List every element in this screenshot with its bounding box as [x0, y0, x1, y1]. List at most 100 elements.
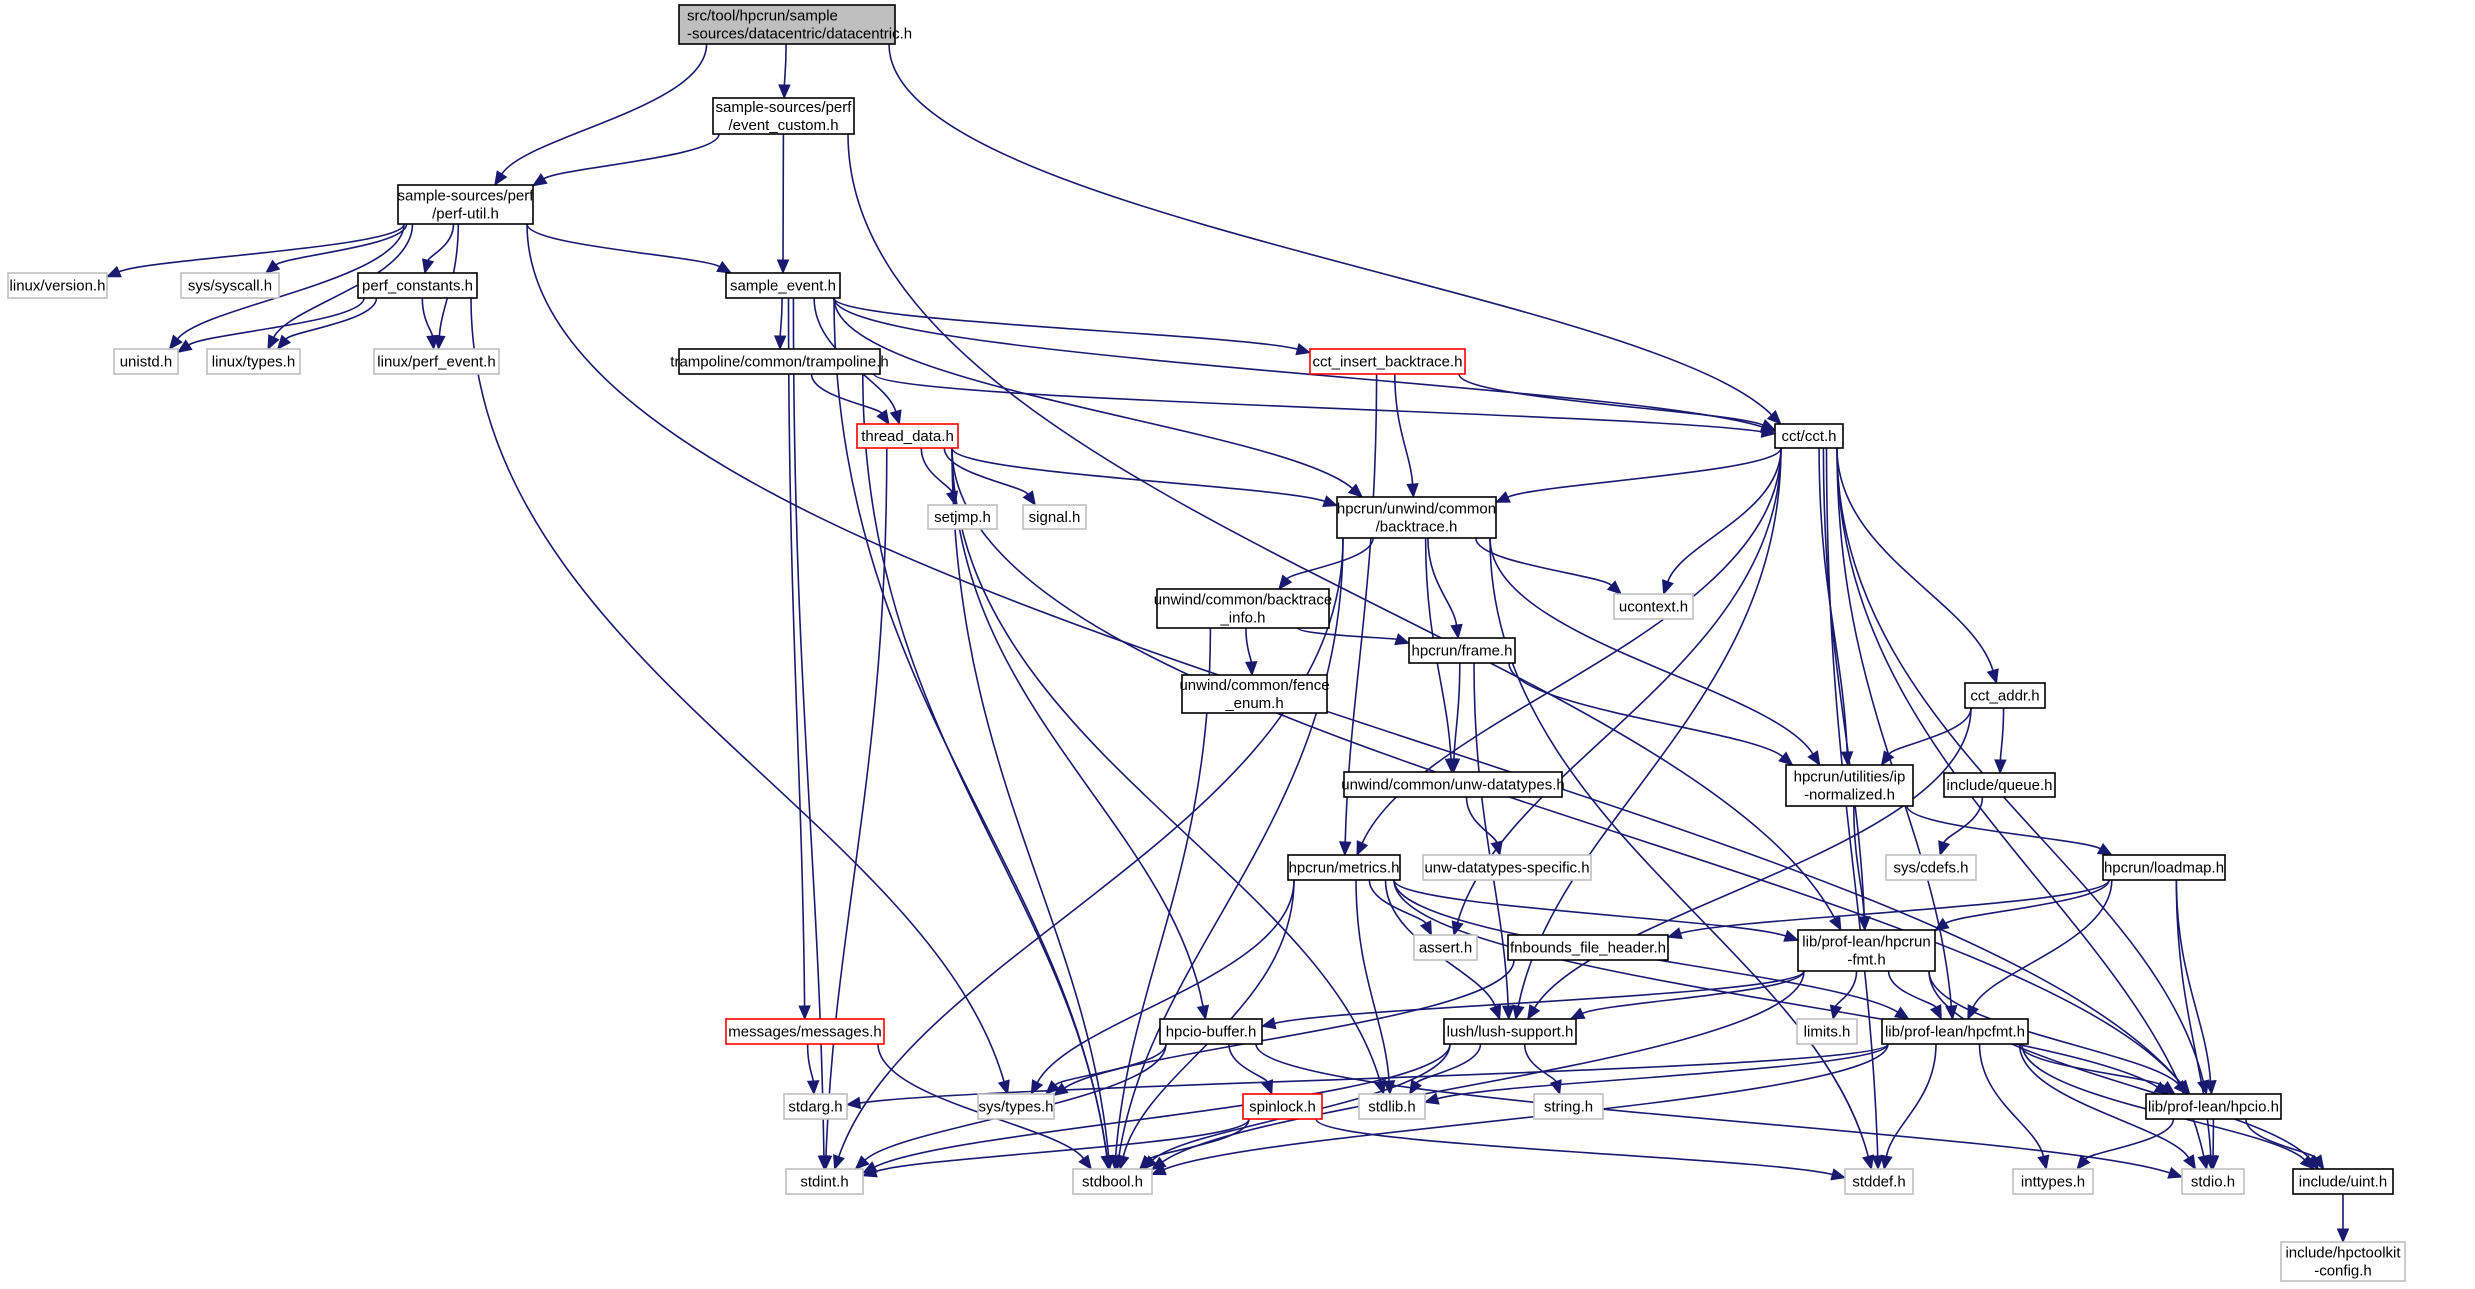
node-loadmap[interactable]: hpcrun/loadmap.h [2102, 854, 2226, 881]
node-ip-normalized[interactable]: hpcrun/utilities/ip-normalized.h [1785, 764, 1914, 807]
node-sys-syscall: sys/syscall.h [180, 272, 280, 299]
node-root[interactable]: src/tool/hpcrun/sample-sources/datacentr… [678, 4, 912, 45]
node-box [977, 1093, 1055, 1120]
arrowhead-icon [1871, 1155, 1884, 1171]
edge-cct-to-backtrace [1494, 447, 1782, 503]
arrowhead-icon [2299, 1155, 2315, 1170]
node-label: unw-datatypes-specific.h [1424, 860, 1589, 877]
arrowhead-icon [1766, 410, 1782, 425]
arrowhead-icon [1245, 661, 1258, 677]
edge-line [1245, 627, 1253, 663]
arrowhead-icon [1450, 623, 1463, 640]
edge-loadmap-to-hpcfmt [1967, 879, 2113, 1021]
node-hpcio[interactable]: lib/prof-lean/hpcio.h [2145, 1093, 2282, 1120]
edge-frame-to-unw_datatypes [1447, 662, 1461, 774]
node-box [785, 1168, 864, 1195]
node-label: lib/prof-lean/hpcrun [1802, 934, 1930, 951]
arrowhead-icon [1606, 580, 1623, 595]
node-label: stdio.h [2191, 1174, 2235, 1191]
arrowhead-icon [1322, 495, 1339, 508]
node-trampoline[interactable]: trampoline/common/trampoline.h [670, 348, 889, 375]
edge-perf_util-to-unistd [168, 223, 405, 350]
node-label: sys/syscall.h [188, 278, 272, 295]
node-hpcrun-fmt[interactable]: lib/prof-lean/hpcrun-fmt.h [1797, 929, 1936, 972]
node-messages[interactable]: messages/messages.h [725, 1018, 885, 1045]
node-queue[interactable]: include/queue.h [1943, 772, 2056, 798]
arrowhead-icon [1662, 579, 1674, 596]
arrowhead-icon [861, 1165, 878, 1178]
node-cct-addr[interactable]: cct_addr.h [1964, 682, 2046, 709]
node-uint[interactable]: include/uint.h [2292, 1168, 2394, 1195]
node-hpcio-buffer[interactable]: hpcio-buffer.h [1159, 1018, 1263, 1045]
edge-cct_addr-to-lush_support [1527, 707, 1972, 1021]
arrowhead-icon [798, 1005, 811, 1021]
arrowhead-icon [1278, 574, 1293, 591]
arrowhead-icon [1857, 916, 1871, 932]
node-sample-event[interactable]: sample_event.h [725, 272, 841, 299]
edge-line [1453, 662, 1461, 760]
edge-metrics-to-sys_types [1030, 879, 1295, 1096]
edge-root-to-event_custom [778, 43, 791, 100]
arrowhead-icon [494, 170, 508, 187]
node-event-custom[interactable]: sample-sources/perf/event_custom.h [712, 97, 855, 135]
node-hpcfmt[interactable]: lib/prof-lean/hpcfmt.h [1881, 1018, 2029, 1045]
edge-line [1458, 373, 1764, 426]
edge-line [1822, 447, 1866, 918]
node-spinlock[interactable]: spinlock.h [1242, 1093, 1323, 1120]
node-label: /backtrace.h [1376, 519, 1458, 536]
edge-line [847, 133, 1836, 919]
edge-backtrace-to-backtrace_info [1278, 537, 1374, 591]
arrowhead-icon [105, 265, 122, 278]
node-stdio: stdio.h [2181, 1168, 2245, 1195]
node-frame[interactable]: hpcrun/frame.h [1408, 637, 1516, 664]
edge-line [1415, 1043, 1482, 1084]
edge-loadmap-to-fnbounds [1666, 879, 2110, 940]
edge-line [1394, 373, 1414, 485]
node-label: stdlib.h [1368, 1099, 1416, 1116]
edge-cct-to-lush_support [1512, 447, 1782, 1021]
edge-line [806, 1043, 814, 1082]
node-cct-insert-backtrace[interactable]: cct_insert_backtrace.h [1309, 348, 1466, 375]
node-cct[interactable]: cct/cct.h [1774, 423, 1844, 449]
node-label: _info.h [1219, 610, 1265, 627]
node-fnbounds[interactable]: fnbounds_file_header.h [1507, 934, 1669, 961]
node-label: linux/types.h [212, 354, 295, 371]
node-sys-cdefs: sys/cdefs.h [1885, 854, 1977, 881]
node-metrics[interactable]: hpcrun/metrics.h [1287, 854, 1401, 881]
edge-line [1036, 879, 1295, 1083]
edge-spinlock-to-stddef [1315, 1118, 1847, 1181]
edge-sample_event-to-backtrace [833, 297, 1364, 498]
arrowhead-icon [1549, 1079, 1562, 1096]
arrowhead-icon [833, 1154, 845, 1171]
arrowhead-icon [2037, 1154, 2050, 1171]
node-backtrace[interactable]: hpcrun/unwind/common/backtrace.h [1336, 496, 1497, 539]
node-backtrace-info[interactable]: unwind/common/backtrace_info.h [1154, 588, 1332, 629]
node-label: hpcrun/metrics.h [1289, 860, 1400, 877]
edge-cct-to-ucontext [1662, 447, 1782, 596]
arrowhead-icon [1933, 917, 1950, 932]
edge-line [1533, 707, 1972, 1009]
node-label: src/tool/hpcrun/sample [687, 8, 838, 25]
edge-line [1835, 970, 1858, 1007]
node-lush-support[interactable]: lush/lush-support.h [1443, 1018, 1577, 1045]
node-perf-constants[interactable]: perf_constants.h [357, 272, 478, 299]
edge-line [1228, 1043, 1269, 1083]
node-ucontext: ucontext.h [1613, 593, 1694, 620]
node-box [1796, 1018, 1858, 1045]
node-label: assert.h [1419, 940, 1472, 957]
node-box [1533, 1093, 1604, 1120]
node-box [1964, 682, 2046, 709]
node-perf-util[interactable]: sample-sources/perf/perf-util.h [397, 184, 535, 225]
edge-event_custom-to-sample_event [776, 133, 790, 275]
edge-line [1836, 447, 1953, 1007]
node-label: cct_insert_backtrace.h [1312, 354, 1462, 371]
edge-metrics-to-stdlib [1355, 879, 1396, 1096]
node-unw-datatypes[interactable]: unwind/common/unw-datatypes.h [1341, 771, 1565, 798]
edge-perf_constants-to-linux_perf_event [421, 297, 439, 351]
node-thread-data[interactable]: thread_data.h [856, 423, 959, 449]
edge-line [1507, 447, 1782, 498]
arrowhead-icon [2076, 1154, 2091, 1170]
arrowhead-icon [1527, 1004, 1541, 1021]
node-stdint: stdint.h [785, 1168, 864, 1195]
node-fence-enum[interactable]: unwind/common/fence_enum.h [1179, 674, 1330, 714]
